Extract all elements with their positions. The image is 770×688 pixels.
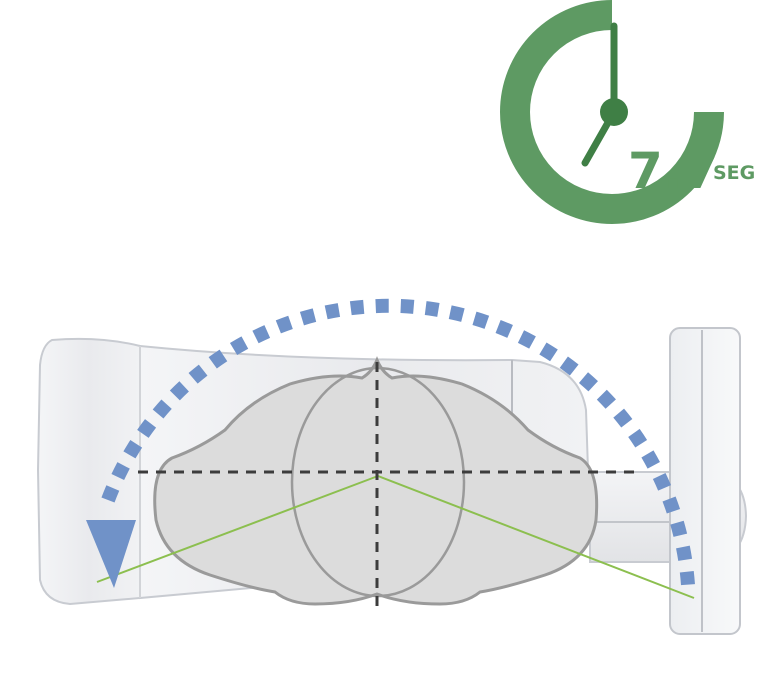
rotation-arrow-icon	[86, 298, 695, 588]
patient-body-outline	[153, 356, 599, 606]
rotation-arc	[101, 298, 695, 586]
stopwatch-icon	[500, 0, 724, 224]
beam-line-left	[96, 475, 379, 583]
timer-hub	[600, 98, 628, 126]
beam-line-right	[377, 475, 695, 599]
timer-progress-arc	[500, 0, 724, 224]
timer-unit: SEG	[713, 162, 755, 184]
isocenter-axes	[138, 362, 634, 610]
rotation-arrowhead	[86, 520, 136, 588]
detector-panel	[669, 327, 741, 635]
beam-fan	[96, 475, 695, 599]
timer-value: 7.7	[628, 142, 720, 200]
